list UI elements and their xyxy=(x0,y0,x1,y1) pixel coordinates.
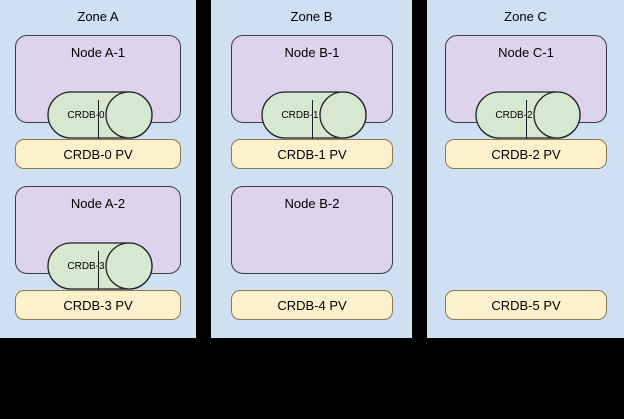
pv-box-crdb-5[interactable]: CRDB-5 PV xyxy=(445,290,607,320)
pv-box-crdb-2[interactable]: CRDB-2 PV xyxy=(445,139,607,169)
pv-box-crdb-4[interactable]: CRDB-4 PV xyxy=(231,290,393,320)
pv-label-crdb-1: CRDB-1 PV xyxy=(277,146,347,162)
node-title-b-1: Node B-1 xyxy=(284,45,340,60)
database-cylinder-icon-crdb-1[interactable]: CRDB-1 xyxy=(261,91,367,139)
pv-box-crdb-0[interactable]: CRDB-0 PV xyxy=(15,139,181,169)
node-box-b-2[interactable]: Node B-2 xyxy=(231,186,393,274)
zone-title-c: Zone C xyxy=(504,9,547,24)
zone-panel-b[interactable]: Zone B Node B-1 CRDB-1 CRDB-1 PV Node B-… xyxy=(211,0,412,338)
node-box-b-1[interactable]: Node B-1 CRDB-1 xyxy=(231,35,393,139)
zone-title-a: Zone A xyxy=(77,9,119,24)
pod-label-crdb-2: CRDB-2 xyxy=(495,109,533,121)
pv-box-crdb-3[interactable]: CRDB-3 PV xyxy=(15,290,181,320)
zone-title-b: Zone B xyxy=(290,9,333,24)
database-cylinder-icon-crdb-3[interactable]: CRDB-3 xyxy=(47,242,153,290)
database-cylinder-icon-crdb-2[interactable]: CRDB-2 xyxy=(475,91,581,139)
pod-label-crdb-0: CRDB-0 xyxy=(67,109,105,121)
node-title-b-2: Node B-2 xyxy=(284,196,340,211)
node-title-a-2: Node A-2 xyxy=(70,196,126,211)
connector-a-1 xyxy=(98,100,99,139)
connector-a-2 xyxy=(98,251,99,290)
pod-label-crdb-1: CRDB-1 xyxy=(281,109,319,121)
pv-label-crdb-0: CRDB-0 PV xyxy=(63,146,133,162)
pv-box-crdb-1[interactable]: CRDB-1 PV xyxy=(231,139,393,169)
pv-label-crdb-2: CRDB-2 PV xyxy=(491,146,561,162)
zone-panel-a[interactable]: Zone A Node A-1 CRDB-0 CRDB-0 PV Node A-… xyxy=(0,0,196,338)
pv-label-crdb-5: CRDB-5 PV xyxy=(491,297,561,313)
node-title-a-1: Node A-1 xyxy=(70,45,126,60)
zone-panel-c[interactable]: Zone C Node C-1 CRDB-2 CRDB-2 PV CRDB-5 … xyxy=(427,0,624,338)
pv-label-crdb-3: CRDB-3 PV xyxy=(63,297,133,313)
database-cylinder-icon-crdb-0[interactable]: CRDB-0 xyxy=(47,91,153,139)
connector-b-1 xyxy=(312,100,313,139)
pod-label-crdb-3: CRDB-3 xyxy=(67,260,105,272)
pv-label-crdb-4: CRDB-4 PV xyxy=(277,297,347,313)
connector-c-1 xyxy=(526,100,527,139)
node-title-c-1: Node C-1 xyxy=(498,45,554,60)
